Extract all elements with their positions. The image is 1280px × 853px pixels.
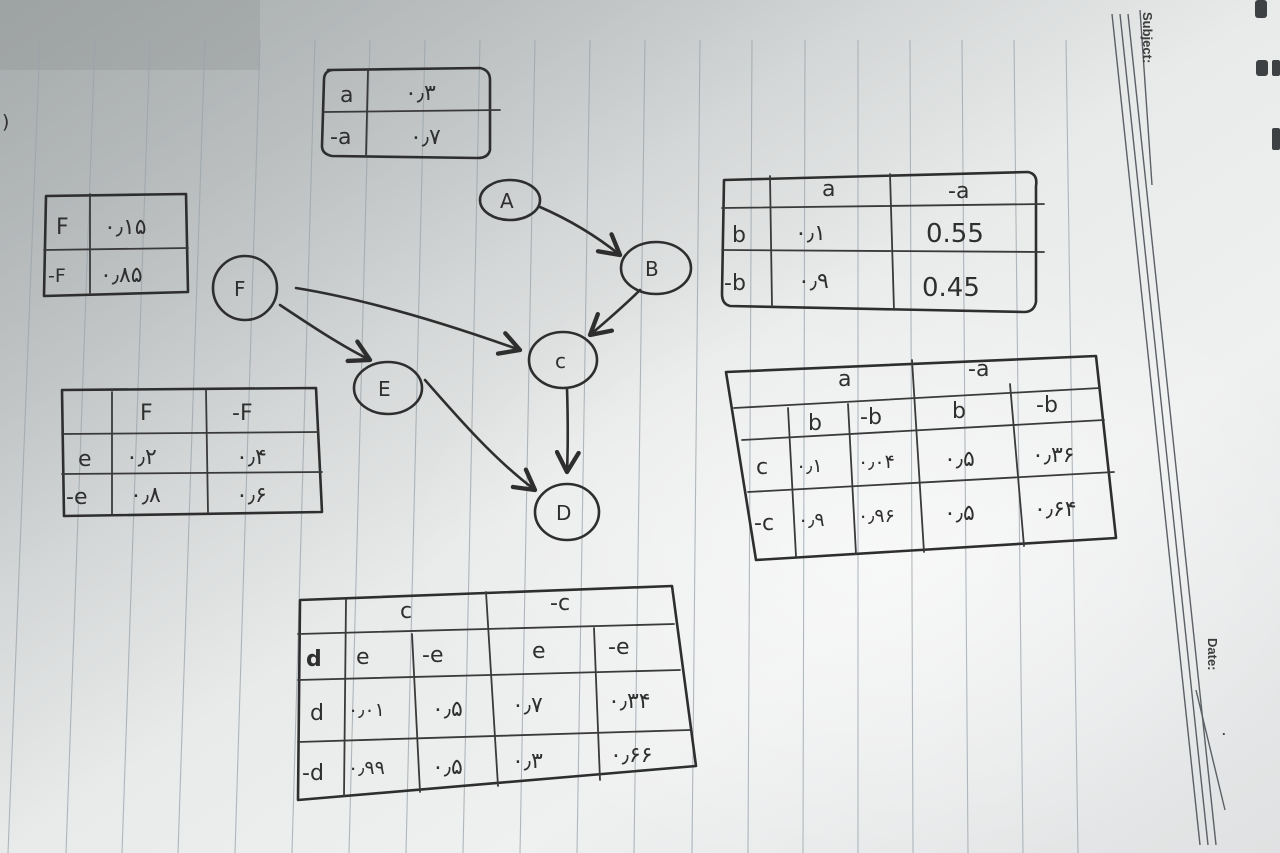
node-a-label: A — [500, 189, 514, 213]
bayes-network: A B c D E F — [211, 178, 693, 542]
date-dot: . — [1222, 723, 1226, 738]
table-a-row1-value: ۰٫۳ — [405, 81, 436, 106]
table-b-row2-cell2: 0.45 — [922, 273, 980, 303]
table-c-sub-2: -b — [860, 405, 882, 430]
table-b-row1-label: b — [732, 223, 746, 248]
binding-holes — [1255, 0, 1280, 150]
table-c-sub-4: -b — [1036, 393, 1058, 418]
table-e-header-f: F — [140, 401, 153, 426]
light-glare — [300, 160, 1280, 853]
node-c: c — [527, 330, 599, 390]
table-d-row2-cell3: ۰٫۳ — [512, 749, 543, 774]
ruled-lines — [7, 39, 1079, 853]
table-f-row2-label: -F — [48, 265, 66, 287]
node-d: D — [533, 482, 601, 542]
node-a: A — [478, 178, 542, 222]
table-d-row2-cell4: ۰٫۶۶ — [610, 743, 653, 768]
node-c-label: c — [555, 349, 566, 373]
table-d-sub-3: e — [532, 639, 546, 664]
table-c-given-ab: a -a b -b b -b c ۰٫۱ ۰٫۰۴ ۰٫۵ ۰٫۳۶ -c ۰٫… — [724, 354, 1118, 562]
table-c-row2-cell3: ۰٫۵ — [944, 501, 975, 526]
table-f-row1-value: ۰٫۱۵ — [104, 215, 147, 240]
table-c-row1-cell3: ۰٫۵ — [944, 447, 975, 472]
table-c-top-not-a: -a — [968, 357, 989, 382]
table-b-row2-cell1: ۰٫۹ — [798, 269, 829, 294]
table-d-row2-cell2: ۰٫۵ — [432, 755, 463, 780]
table-b-row1-cell1: ۰٫۱ — [795, 221, 826, 246]
table-c-row1-cell4: ۰٫۳۶ — [1032, 443, 1075, 468]
table-e-row2-cell1: ۰٫۸ — [130, 483, 161, 508]
table-c-sub-3: b — [952, 399, 966, 424]
table-b-header-a: a — [822, 177, 835, 202]
table-c-row2-cell4: ۰٫۶۴ — [1034, 497, 1077, 522]
table-a-row2-label: -a — [330, 125, 351, 150]
header-rule — [1111, 9, 1226, 846]
edge-mark: ) — [2, 111, 9, 133]
table-c-row1-cell1: ۰٫۱ — [796, 455, 823, 477]
node-f: F — [211, 254, 279, 322]
table-e-row2-cell2: ۰٫۶ — [236, 483, 267, 508]
edge-f-e — [278, 303, 373, 364]
table-d-row2-label: -d — [302, 761, 324, 786]
node-e: E — [352, 360, 424, 416]
table-c-top-a: a — [838, 367, 851, 392]
node-d-label: D — [556, 501, 571, 525]
table-f-row1-label: F — [56, 215, 69, 240]
table-d-top-not-c: -c — [550, 591, 570, 616]
table-d-sub-2: -e — [422, 643, 443, 668]
table-e-row1-cell2: ۰٫۴ — [236, 445, 267, 470]
table-b-row2-label: -b — [724, 271, 746, 296]
edge-f-c — [294, 286, 523, 356]
node-b: B — [619, 240, 693, 296]
table-a-row1-label: a — [340, 83, 353, 108]
table-c-row1-cell2: ۰٫۰۴ — [858, 451, 895, 473]
table-e-given-f: F -F e ۰٫۲ ۰٫۴ -e ۰٫۸ ۰٫۶ — [60, 386, 324, 518]
top-left-shadow — [0, 0, 260, 70]
table-b-given-a: a -a b ۰٫۱ 0.55 -b ۰٫۹ 0.45 — [720, 170, 1045, 314]
table-b-row1-cell2: 0.55 — [926, 219, 984, 249]
table-c-row2-label: -c — [754, 511, 774, 536]
table-e-header-not-f: -F — [232, 401, 253, 426]
edge-c-d — [554, 386, 581, 475]
table-d-row1-cell2: ۰٫۵ — [432, 697, 463, 722]
table-d-row1-cell1: ۰٫۰۱ — [348, 699, 385, 721]
table-c-row1-label: c — [756, 455, 768, 480]
table-a: a ۰٫۳ -a ۰٫۷ — [320, 66, 501, 160]
table-f: F ۰٫۱۵ -F ۰٫۸۵ — [42, 192, 190, 298]
table-c-sub-1: b — [808, 411, 822, 436]
table-d-row1-cell4: ۰٫۳۴ — [608, 689, 651, 714]
node-e-label: E — [378, 377, 391, 401]
table-d-row1-cell3: ۰٫۷ — [512, 693, 543, 718]
table-d-sub-4: -e — [608, 635, 629, 660]
node-b-label: B — [645, 257, 659, 281]
table-d-sub-1: e — [356, 645, 370, 670]
table-d-given-ce: c -c d e -e e -e d ۰٫۰۱ ۰٫۵ ۰٫۷ ۰٫۳۴ -d … — [296, 584, 698, 802]
table-e-row2-label: -e — [66, 485, 87, 510]
table-e-row1-cell1: ۰٫۲ — [126, 445, 157, 470]
table-d-top-c: c — [400, 599, 412, 624]
table-c-row2-cell2: ۰٫۹۶ — [858, 505, 895, 527]
table-c-row2-cell1: ۰٫۹ — [798, 509, 825, 531]
subject-label: Subject: — [1140, 12, 1155, 63]
table-d-row1-label: d — [310, 701, 324, 726]
node-f-label: F — [234, 277, 246, 301]
edge-e-d — [423, 378, 538, 493]
table-e-row1-label: e — [78, 447, 92, 472]
edge-a-b — [538, 205, 623, 258]
table-d-corner: d — [306, 647, 322, 672]
date-label: Date: — [1205, 638, 1220, 671]
table-b-header-not-a: -a — [948, 179, 969, 204]
table-f-row2-value: ۰٫۸۵ — [100, 263, 143, 288]
edge-b-c — [587, 288, 642, 338]
table-d-row2-cell1: ۰٫۹۹ — [348, 757, 385, 779]
table-a-row2-value: ۰٫۷ — [410, 125, 441, 150]
